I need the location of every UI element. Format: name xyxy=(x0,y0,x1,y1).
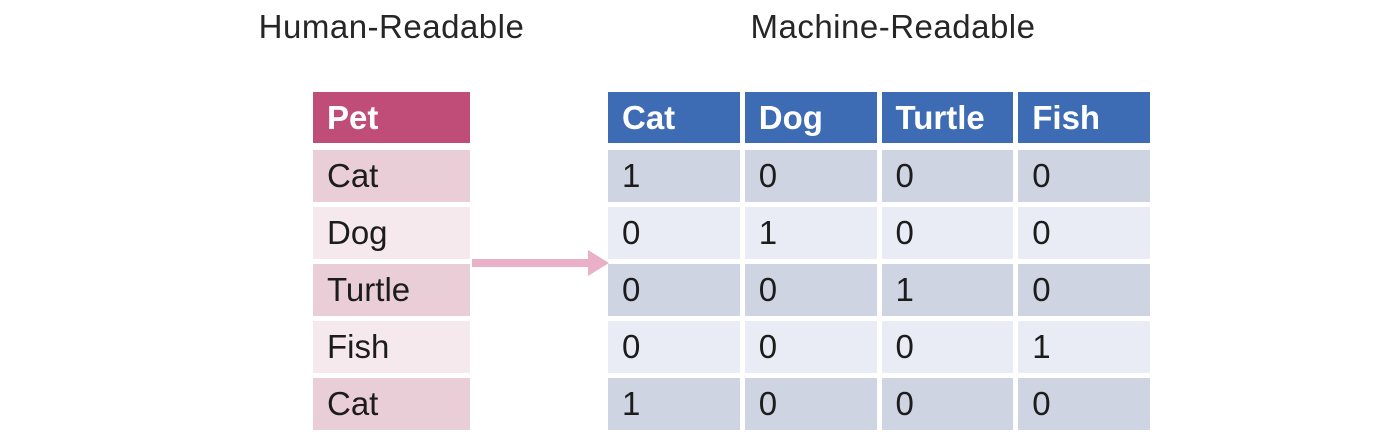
arrow-head-icon xyxy=(588,250,609,276)
onehot-cell: 0 xyxy=(744,150,877,202)
onehot-cell: 0 xyxy=(1018,378,1150,430)
onehot-header-cat: Cat xyxy=(608,92,740,143)
onehot-row-4: 0 0 0 1 xyxy=(608,321,1150,373)
onehot-header-turtle: Turtle xyxy=(881,92,1014,143)
arrow-shaft xyxy=(472,259,590,267)
onehot-cell: 0 xyxy=(744,378,877,430)
onehot-cell: 1 xyxy=(881,264,1014,316)
human-readable-table: Pet Cat Dog Turtle Fish Cat xyxy=(313,92,470,435)
pet-column-header: Pet xyxy=(313,92,470,143)
onehot-cell: 0 xyxy=(608,321,740,373)
onehot-cell: 1 xyxy=(608,378,740,430)
onehot-cell: 0 xyxy=(744,264,877,316)
onehot-cell: 0 xyxy=(1018,207,1150,259)
onehot-cell: 1 xyxy=(744,207,877,259)
onehot-row-3: 0 0 1 0 xyxy=(608,264,1150,316)
machine-readable-title: Machine-Readable xyxy=(750,8,1036,45)
onehot-cell: 0 xyxy=(608,207,740,259)
onehot-header-fish: Fish xyxy=(1018,92,1150,143)
onehot-cell: 0 xyxy=(881,321,1014,373)
pet-row-5: Cat xyxy=(313,378,470,430)
machine-readable-table: Cat Dog Turtle Fish 1 0 0 0 0 1 0 0 0 0 … xyxy=(608,92,1150,435)
onehot-cell: 0 xyxy=(881,207,1014,259)
onehot-cell: 0 xyxy=(608,264,740,316)
pet-row-3: Turtle xyxy=(313,264,470,316)
human-readable-title: Human-Readable xyxy=(258,8,525,45)
onehot-cell: 0 xyxy=(1018,264,1150,316)
onehot-cell: 0 xyxy=(881,378,1014,430)
pet-row-2: Dog xyxy=(313,207,470,259)
onehot-cell: 0 xyxy=(1018,150,1150,202)
onehot-cell: 0 xyxy=(881,150,1014,202)
pet-row-1: Cat xyxy=(313,150,470,202)
onehot-cell: 0 xyxy=(744,321,877,373)
onehot-row-2: 0 1 0 0 xyxy=(608,207,1150,259)
onehot-header-row: Cat Dog Turtle Fish xyxy=(608,92,1150,143)
onehot-row-5: 1 0 0 0 xyxy=(608,378,1150,430)
onehot-row-1: 1 0 0 0 xyxy=(608,150,1150,202)
onehot-cell: 1 xyxy=(1018,321,1150,373)
onehot-cell: 1 xyxy=(608,150,740,202)
pet-row-4: Fish xyxy=(313,321,470,373)
onehot-header-dog: Dog xyxy=(744,92,877,143)
